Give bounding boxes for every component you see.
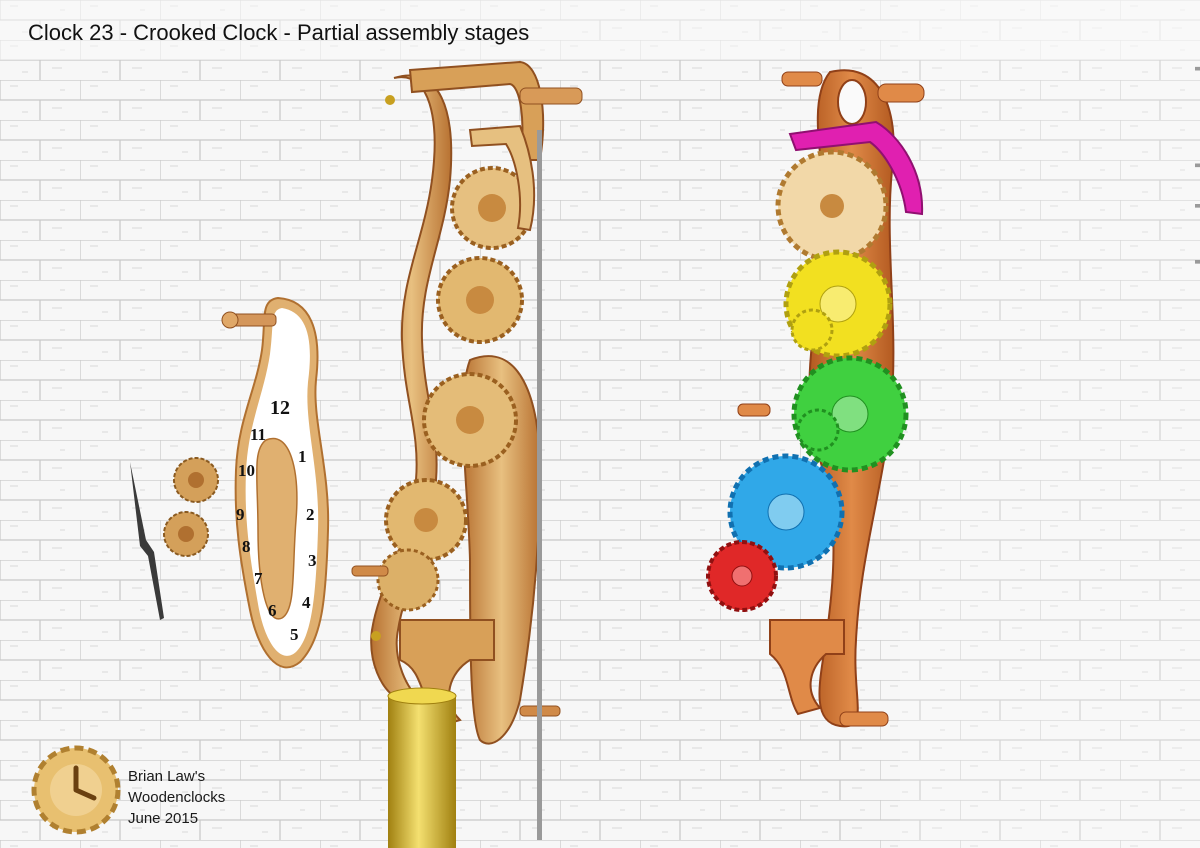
website-watermark: www.woodenclocks.co.uk bbox=[1160, 30, 1200, 410]
credit-author: Brian Law's bbox=[128, 768, 206, 785]
dial-numeral-5: 5 bbox=[290, 625, 299, 644]
credit-date: June 2015 bbox=[128, 810, 199, 827]
woodenclocks-logo bbox=[31, 745, 121, 835]
page-title: Clock 23 - Crooked Clock - Partial assem… bbox=[28, 20, 530, 45]
author-credit: Brian Law's Woodenclocks June 2015 bbox=[128, 766, 225, 829]
dial-numeral-6: 6 bbox=[268, 601, 277, 620]
brass-weight bbox=[387, 687, 457, 848]
dial-numeral-4: 4 bbox=[302, 593, 311, 612]
dial-numeral-12: 12 bbox=[270, 397, 290, 419]
dial-numeral-1: 1 bbox=[298, 447, 307, 466]
clock-hand bbox=[130, 462, 164, 620]
magenta-anchor bbox=[788, 120, 924, 216]
credit-brand: Woodenclocks bbox=[128, 789, 226, 806]
dial-numeral-11: 11 bbox=[250, 425, 266, 444]
dial-numeral-10: 10 bbox=[238, 461, 255, 480]
pendulum-rod bbox=[537, 130, 542, 840]
colored-gear-train bbox=[706, 69, 925, 728]
dial-numeral-8: 8 bbox=[242, 537, 251, 556]
dial-numeral-9: 9 bbox=[236, 505, 245, 524]
hour-gears bbox=[163, 457, 219, 557]
dial-numeral-3: 3 bbox=[308, 551, 317, 570]
dial-numeral-2: 2 bbox=[306, 505, 315, 524]
clock-dial: 12 1 2 3 4 5 6 7 8 9 10 11 bbox=[221, 296, 330, 669]
dial-numeral-7: 7 bbox=[254, 569, 263, 588]
website-url-text: www.woodenclocks.co.uk bbox=[1190, 56, 1200, 400]
